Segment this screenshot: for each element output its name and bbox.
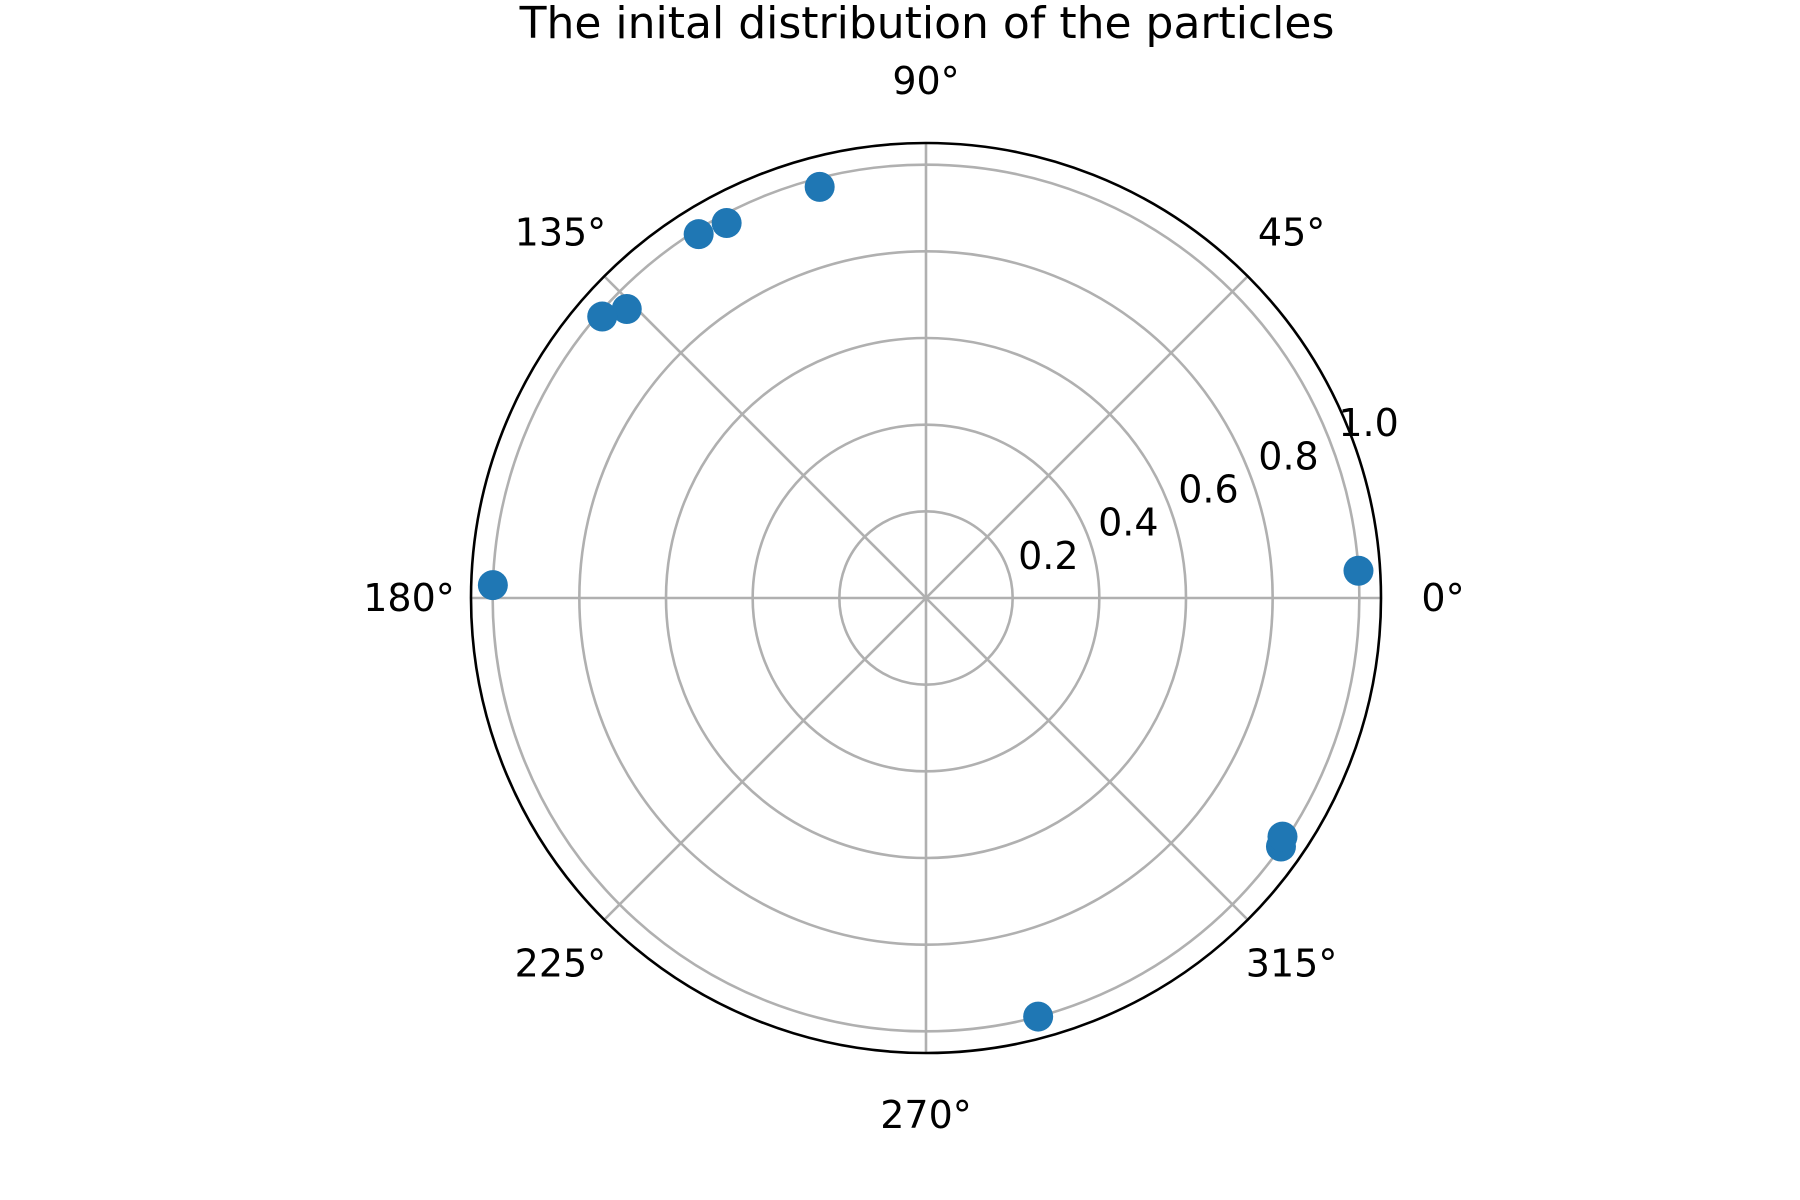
theta-tick-label-135: 135° [515,210,607,254]
theta-tick-label-90: 90° [892,59,959,103]
theta-tick-label-0: 0° [1421,576,1464,620]
r-tick-label-2: 0.4 [1098,501,1158,545]
r-tick-label-1: 0.2 [1018,534,1078,578]
angular-gridline-45 [925,275,1249,599]
r-tick-label-3: 0.6 [1178,468,1238,512]
scatter-point-2 [804,171,835,202]
scatter-point-1 [1343,555,1374,586]
scatter-point-4 [683,219,714,250]
scatter-point-6 [587,301,618,332]
theta-tick-label-270: 270° [880,1093,972,1137]
labels-layer: 0° 45° 90° 135° 180° 225° 270° 315° 0.2 0.4 0.6 0.8… [363,59,1464,1137]
polar-spine [469,141,1383,1055]
scatter-point-10 [1267,821,1298,852]
r-tick-label-4: 0.8 [1258,434,1318,478]
scatter-point-3 [711,208,742,239]
r-tick-label-5: 1.0 [1338,401,1398,445]
theta-tick-label-45: 45° [1258,210,1325,254]
scatter-point-7 [477,570,508,601]
angular-gridline-315 [925,597,1249,921]
theta-tick-label-180: 180° [363,576,455,620]
angular-gridline-225 [603,597,927,921]
chart-title: The inital distribution of the particles [519,0,1335,49]
scatter-point-8 [1023,1001,1054,1032]
theta-tick-label-315: 315° [1246,942,1338,986]
angular-gridline-135 [603,275,927,599]
grid-layer [469,141,1383,1055]
theta-tick-label-225: 225° [515,942,607,986]
points-layer [477,171,1374,1032]
scatter-point-5 [611,294,642,325]
